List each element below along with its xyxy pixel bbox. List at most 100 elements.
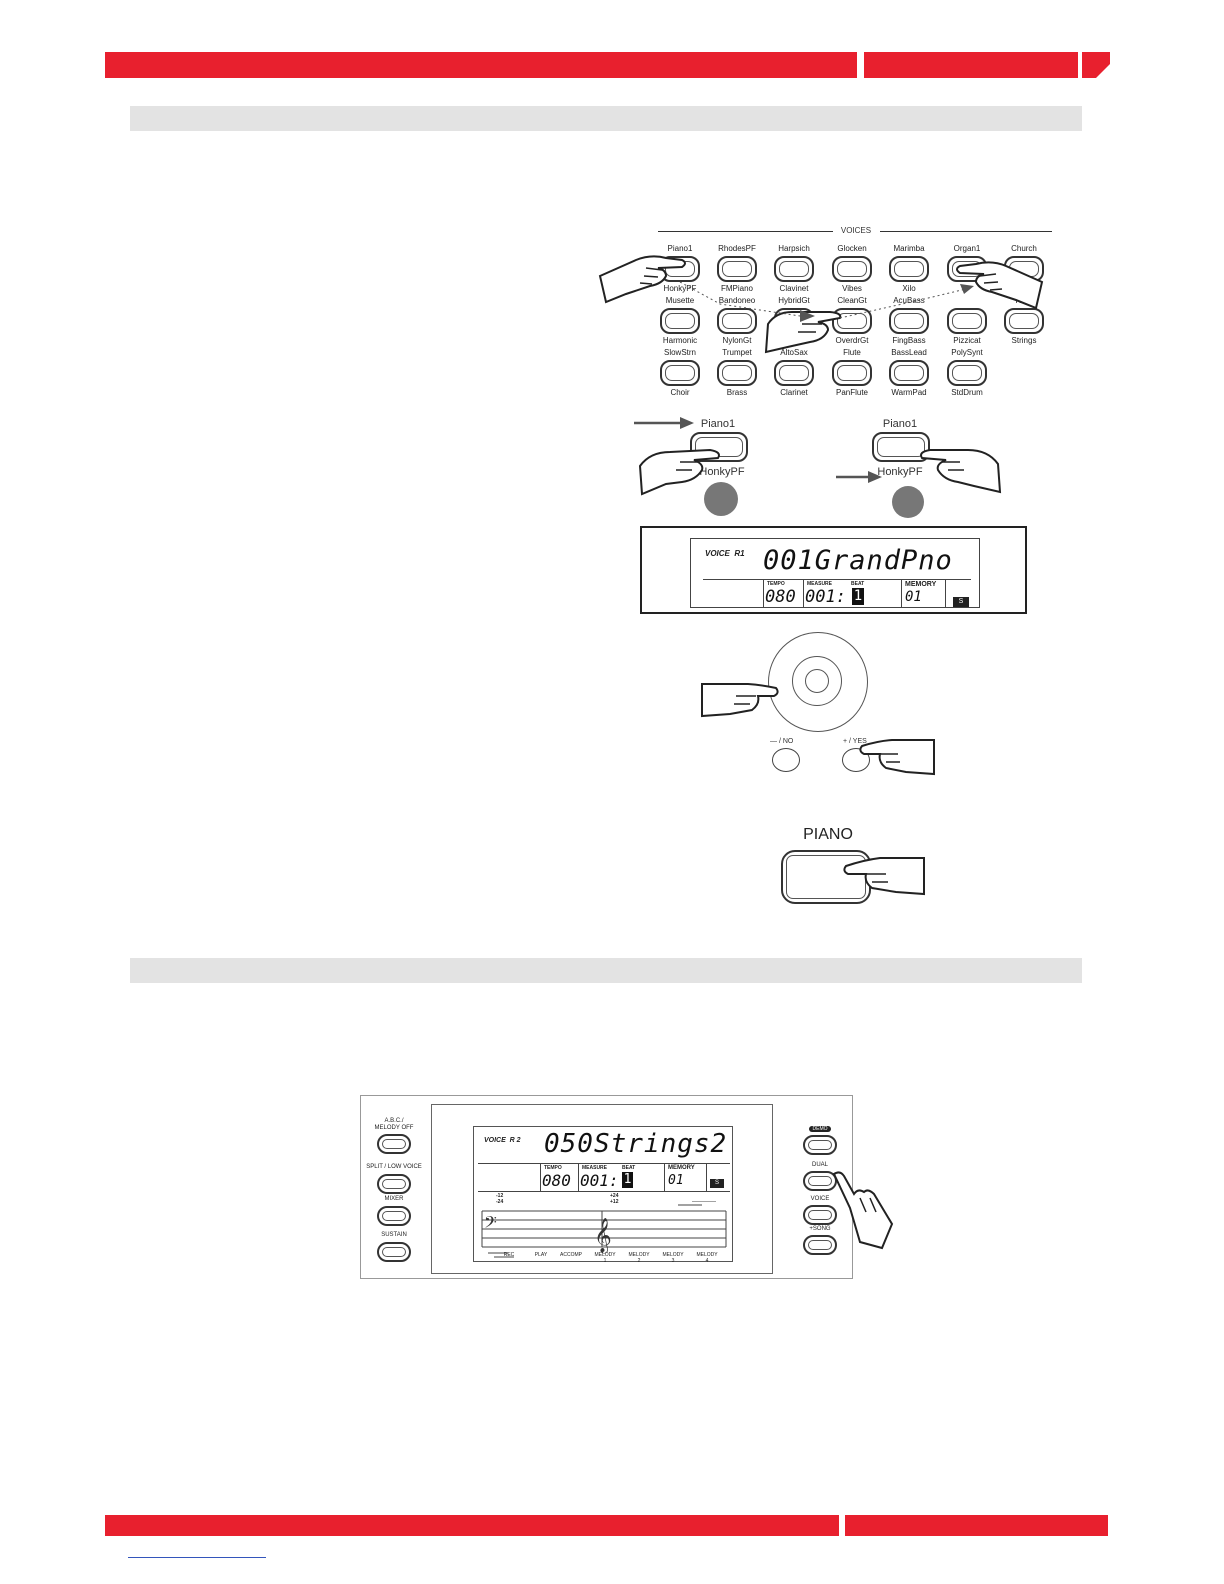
beat-label: BEAT [851, 581, 865, 587]
measure-label: MEASURE [807, 581, 833, 587]
voice-button[interactable] [889, 360, 929, 386]
panel-button[interactable] [803, 1205, 837, 1225]
voice-bottom-label: Brass [726, 388, 748, 397]
voice-button[interactable] [889, 308, 929, 334]
header-bar-tab [864, 52, 1078, 78]
voice-button[interactable] [947, 308, 987, 334]
lcd-inner: VOICE R1 001GrandPno TEMPO 080 MEASURE 0… [690, 538, 980, 608]
piano1-label: Piano1 [700, 418, 736, 430]
voice-button[interactable] [717, 360, 757, 386]
left-octave-label: -12 -24 [496, 1193, 504, 1205]
lcd-sep [803, 579, 804, 607]
panel-button[interactable] [377, 1134, 411, 1154]
lcd-sep [578, 1163, 579, 1191]
voice-bottom-label: Strings [1011, 336, 1037, 345]
panel-button-label: DUAL [811, 1162, 828, 1168]
voices-rule-left [658, 231, 833, 232]
beat-label: BEAT [622, 1165, 636, 1171]
piano-button[interactable] [781, 850, 871, 904]
data-dial[interactable] [768, 632, 868, 732]
lcd-sep [540, 1163, 541, 1191]
right-octave-label: +24 +12 [610, 1193, 619, 1205]
footer-link-underline[interactable] [128, 1557, 266, 1558]
voice-button[interactable] [774, 360, 814, 386]
voice-top-label: AltoSax [780, 348, 808, 357]
honkypf-label: HonkyPF [699, 466, 745, 478]
panel-button-label: SPLIT / LOW VOICE [366, 1164, 422, 1170]
voice-button[interactable] [774, 256, 814, 282]
panel-bottom-label: MELODY 3 [662, 1252, 684, 1264]
panel-button-label: A.B.C./ MELODY OFF [374, 1118, 414, 1131]
footer-bar [105, 1515, 839, 1536]
staff: 𝄢 𝄞 [481, 1201, 727, 1258]
panel-button[interactable] [377, 1174, 411, 1194]
voice-top-label: HybridGt [778, 296, 810, 305]
panel-button[interactable] [803, 1235, 837, 1255]
lcd-screen: VOICE R 2 050Strings2 TEMPO 080 MEASURE … [473, 1126, 733, 1262]
voice-top-label: PolySynt [951, 348, 983, 357]
section-header-2 [130, 958, 1082, 983]
piano1-button-2[interactable] [872, 432, 930, 462]
beat-value: 1 [852, 588, 864, 605]
lcd-display: VOICE R1 001GrandPno TEMPO 080 MEASURE 0… [640, 526, 1027, 614]
voice-button[interactable] [947, 360, 987, 386]
voice-top-label: BassLead [891, 348, 927, 357]
panel-button[interactable] [803, 1135, 837, 1155]
voice-button[interactable] [660, 308, 700, 334]
lcd-sep [763, 579, 764, 607]
piano1-label-2: Piano1 [882, 418, 918, 430]
voices-title: VOICES [840, 226, 872, 235]
lcd-divider [703, 579, 971, 580]
voice-bottom-label: Vibes [842, 284, 862, 293]
beat-value: 1 [622, 1172, 633, 1188]
hand-icon [859, 739, 935, 776]
lcd-main-text: 001GrandPno [763, 545, 953, 576]
header-bar-corner [1082, 52, 1110, 78]
piano-label: PIANO [803, 826, 853, 843]
voice-button[interactable] [889, 256, 929, 282]
voice-button[interactable] [717, 308, 757, 334]
voice-bottom-label: FMPiano [720, 284, 753, 293]
no-button[interactable] [772, 748, 800, 772]
hand-icon [843, 857, 925, 896]
voice-button[interactable] [832, 256, 872, 282]
voice-top-label: Church [1011, 244, 1037, 253]
voice-bottom-label: FingBass [892, 336, 926, 345]
hand-icon [638, 448, 720, 496]
lcd-sep [706, 1163, 707, 1191]
svg-text:𝄞: 𝄞 [594, 1218, 612, 1254]
voice-button[interactable] [717, 256, 757, 282]
voice-top-label: AcuBass [893, 296, 925, 305]
hand-icon [764, 311, 842, 354]
panel-button[interactable] [377, 1206, 411, 1226]
voice-bottom-label: Pizzicat [953, 336, 981, 345]
panel-button-label: SUSTAIN [381, 1232, 407, 1238]
voice-bottom-label: Clavinet [779, 284, 809, 293]
voice-top-label: Trumpet [722, 348, 752, 357]
voice-bottom-label: Xilo [902, 284, 916, 293]
panel-button[interactable] [803, 1171, 837, 1191]
voice-bottom-label: HonkyPF [663, 284, 697, 293]
lcd-divider [478, 1191, 730, 1192]
memory-value: 01 [905, 589, 922, 605]
lcd-divider [478, 1163, 730, 1164]
lcd-voice-label: VOICE R1 [705, 549, 745, 558]
tempo-value: 080 [542, 1171, 571, 1190]
panel-button[interactable] [377, 1242, 411, 1262]
voice-button[interactable] [1004, 308, 1044, 334]
arrow-icon [634, 417, 694, 429]
tempo-value: 080 [765, 587, 796, 607]
panel-bottom-label: ACCOMP [560, 1252, 582, 1258]
voice-button[interactable] [832, 360, 872, 386]
footer-bar-tab [845, 1515, 1108, 1536]
voice-top-label: Glocken [837, 244, 867, 253]
lcd-sep [664, 1163, 665, 1191]
yes-button[interactable] [842, 748, 870, 772]
step-circle [704, 482, 738, 516]
voice-button[interactable] [660, 360, 700, 386]
s-badge: S [953, 597, 969, 607]
measure-value: 001: [580, 1171, 619, 1190]
voice-top-label: Organ1 [953, 244, 981, 253]
voice-top-label: Harpsich [778, 244, 810, 253]
hand-icon [920, 449, 1002, 494]
